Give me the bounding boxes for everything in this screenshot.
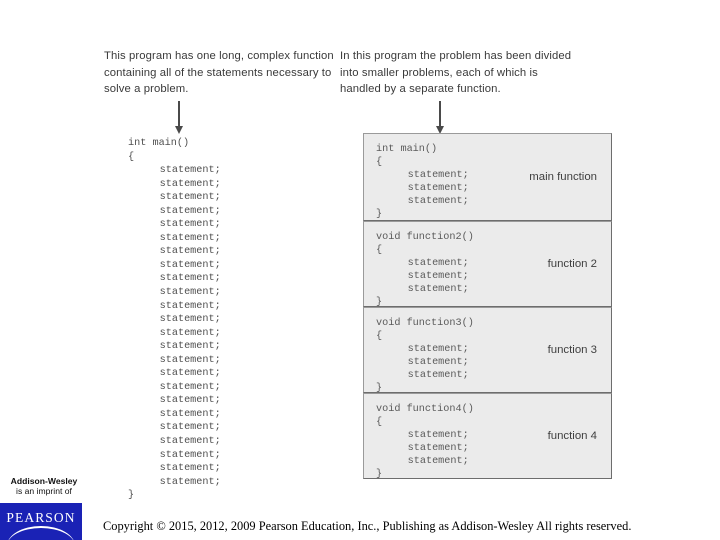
code-line-statement: statement; <box>159 327 221 339</box>
pearson-arc-icon <box>7 526 75 540</box>
code-line-statement: statement; <box>159 463 221 475</box>
down-arrow-icon-right <box>434 101 445 135</box>
imprint-brand: Addison-Wesley <box>10 476 78 486</box>
code-line-statement: statement; <box>159 381 221 393</box>
code-line-statement: statement; <box>159 422 221 434</box>
function-box-label: function 4 <box>547 430 597 442</box>
function-box-main: int main(){statement;statement;statement… <box>363 133 612 221</box>
code-line-statement: statement; <box>159 219 221 231</box>
code-line-statement: statement; <box>159 205 221 217</box>
code-line-statement: statement; <box>159 232 221 244</box>
code-line-statement: statement; <box>159 246 221 258</box>
code-line: } <box>376 469 383 481</box>
function-box-function2: void function2(){statement;statement;sta… <box>363 221 612 310</box>
arrow-head <box>174 126 183 134</box>
arrow-shaft <box>439 101 441 128</box>
function-code-listing: void function4(){statement;statement;sta… <box>376 403 474 482</box>
code-line: void function3() <box>376 318 474 329</box>
monolithic-code-listing: int main(){statement;statement;statement… <box>128 137 221 503</box>
code-line-statement: statement; <box>159 408 221 420</box>
code-line-statement: statement; <box>407 344 469 356</box>
pearson-wordmark: PEARSON <box>6 510 76 525</box>
code-line-statement: statement; <box>159 178 221 190</box>
function-box-label: main function <box>529 171 597 183</box>
imprint-notice: Addison-Wesley is an imprint of <box>5 476 83 496</box>
code-line-statement: statement; <box>407 370 469 382</box>
pearson-logo: PEARSON <box>0 503 82 540</box>
code-line-statement: statement; <box>407 170 469 182</box>
code-line-statement: statement; <box>159 476 221 488</box>
code-line-statement: statement; <box>407 430 469 442</box>
code-line-statement: statement; <box>159 192 221 204</box>
code-line: } <box>376 209 383 221</box>
code-line-statement: statement; <box>159 287 221 299</box>
code-line-statement: statement; <box>159 436 221 448</box>
code-line: int main() <box>128 138 190 149</box>
function-box-label: function 3 <box>547 344 597 356</box>
code-line: } <box>376 297 383 309</box>
code-line-statement: statement; <box>159 449 221 461</box>
code-line: } <box>128 490 135 502</box>
caption-modular-program: In this program the problem has been div… <box>340 50 572 95</box>
code-line-statement: statement; <box>407 271 469 283</box>
function-code-listing: int main(){statement;statement;statement… <box>376 143 469 222</box>
code-line-statement: statement; <box>159 368 221 380</box>
code-line-statement: statement; <box>407 284 469 296</box>
code-line: { <box>128 151 135 163</box>
function-box-function4: void function4(){statement;statement;sta… <box>363 393 612 482</box>
code-line-statement: statement; <box>159 300 221 312</box>
code-line: { <box>376 245 383 257</box>
copyright-notice: Copyright © 2015, 2012, 2009 Pearson Edu… <box>103 519 632 533</box>
code-line-statement: statement; <box>159 273 221 285</box>
code-line: void function2() <box>376 232 474 243</box>
arrow-head <box>435 126 444 134</box>
code-line-statement: statement; <box>159 341 221 353</box>
code-line-statement: statement; <box>407 456 469 468</box>
code-line: } <box>376 383 383 395</box>
code-line-statement: statement; <box>407 443 469 455</box>
arrow-shaft <box>178 101 180 128</box>
code-line-statement: statement; <box>407 196 469 208</box>
code-line: { <box>376 157 383 169</box>
imprint-subtitle: is an imprint of <box>16 486 72 497</box>
function-code-listing: void function2(){statement;statement;sta… <box>376 231 474 310</box>
caption-monolithic-program: This program has one long, complex funct… <box>104 50 334 95</box>
function-code-listing: void function3(){statement;statement;sta… <box>376 317 474 396</box>
function-box-label: function 2 <box>547 258 597 270</box>
down-arrow-icon-left <box>173 101 184 135</box>
code-line-statement: statement; <box>407 357 469 369</box>
code-line: { <box>376 331 383 343</box>
code-line-statement: statement; <box>407 183 469 195</box>
code-line-statement: statement; <box>159 165 221 177</box>
code-line-statement: statement; <box>159 259 221 271</box>
code-line: void function4() <box>376 404 474 415</box>
code-line: int main() <box>376 144 438 155</box>
function-box-function3: void function3(){statement;statement;sta… <box>363 307 612 396</box>
code-line-statement: statement; <box>159 354 221 366</box>
code-line-statement: statement; <box>407 258 469 270</box>
code-line-statement: statement; <box>159 314 221 326</box>
code-line-statement: statement; <box>159 395 221 407</box>
code-line: { <box>376 417 383 429</box>
